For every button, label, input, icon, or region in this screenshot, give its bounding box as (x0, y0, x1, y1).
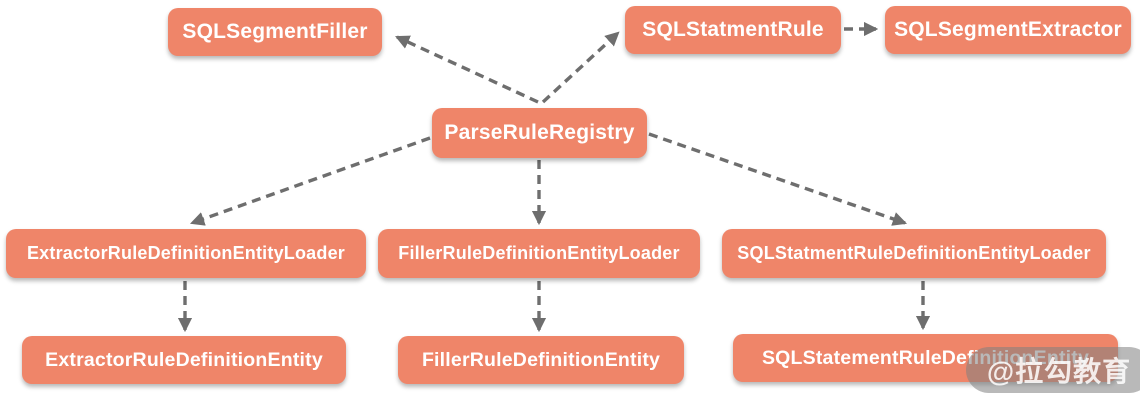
node-label: ParseRuleRegistry (444, 121, 635, 144)
node-label: FillerRuleDefinitionEntityLoader (398, 243, 680, 263)
node-extractor-rule-definition-entity: ExtractorRuleDefinitionEntity (22, 336, 346, 384)
edge-registry-to-sql-segment-filler (395, 35, 539, 104)
node-label: ExtractorRuleDefinitionEntity (45, 348, 323, 371)
node-extractor-rule-definition-entity-loader: ExtractorRuleDefinitionEntityLoader (6, 229, 366, 278)
edge-registry-to-sql-statment-rule (541, 31, 620, 104)
node-sql-statment-rule-definition-entity-loader: SQLStatmentRuleDefinitionEntityLoader (722, 229, 1106, 278)
watermark-badge: @拉勾教育 (966, 347, 1140, 393)
node-sql-segment-extractor: SQLSegmentExtractor (885, 6, 1131, 54)
edge-registry-to-extractor-loader (189, 136, 431, 226)
node-parse-rule-registry: ParseRuleRegistry (432, 108, 647, 158)
node-label: SQLStatmentRule (642, 18, 824, 41)
watermark-text: @拉勾教育 (986, 356, 1132, 387)
node-label: SQLSegmentExtractor (894, 18, 1122, 41)
node-filler-rule-definition-entity-loader: FillerRuleDefinitionEntityLoader (378, 229, 700, 278)
node-label: FillerRuleDefinitionEntity (421, 348, 661, 371)
node-sql-statment-rule: SQLStatmentRule (625, 6, 841, 54)
node-label: SQLSegmentFiller (182, 20, 368, 43)
edge-registry-to-sql-statment-loader (648, 132, 908, 226)
node-label: ExtractorRuleDefinitionEntityLoader (26, 243, 346, 263)
node-label: SQLStatmentRuleDefinitionEntityLoader (737, 243, 1091, 263)
node-filler-rule-definition-entity: FillerRuleDefinitionEntity (398, 336, 684, 384)
node-sql-segment-filler: SQLSegmentFiller (168, 8, 382, 56)
